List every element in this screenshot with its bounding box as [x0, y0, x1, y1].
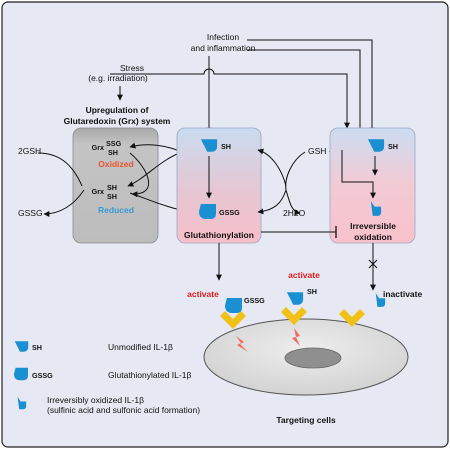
infection-label: Infection: [207, 32, 239, 42]
bound-sh-label: SH: [307, 287, 317, 296]
grx-box: [72, 127, 159, 244]
right-curve-down: [257, 189, 287, 215]
left-curve-out: [43, 189, 85, 217]
receptor-mid: [281, 307, 307, 325]
legend-sh-text: Unmodified IL-1β: [108, 342, 173, 352]
grx-ox-curve: [127, 151, 183, 187]
cell-nucleus: [284, 347, 342, 369]
right-curve-in: [285, 151, 306, 191]
glut-sh-label: SH: [221, 142, 231, 151]
irreversible-caption-2: oxidation: [354, 232, 392, 242]
stress-to-oxidation-line: [110, 68, 350, 129]
irreversible-caption-1: Irreversible: [350, 221, 396, 231]
left-curve-in: [37, 152, 83, 187]
inflammation-label: and inflammation: [191, 43, 256, 53]
receptor-left: [220, 311, 246, 329]
legend-ox-sub: (sulfinic acid and sulfonic acid formati…: [47, 405, 200, 415]
right-curve-product: [285, 189, 301, 216]
grx-ssg: SSG: [106, 139, 122, 148]
signal-bolt-left: [236, 336, 248, 352]
grx-title-2: Glutaredoxin (Grx) system: [64, 116, 171, 126]
right-curve-up: [257, 148, 287, 187]
ox-sh-label: SH: [388, 142, 398, 151]
grx-sh-a: SH: [107, 183, 117, 192]
legend-ox-text: Irreversibly oxidized IL-1β: [47, 395, 144, 405]
stress-label: Stress: [120, 63, 144, 73]
gsh-h2o2-text: GSH + H: [308, 146, 342, 156]
signal-bolt-mid: [292, 328, 300, 346]
bound-gssg-icon: [225, 297, 242, 314]
grx-label-bottom: Grx: [92, 187, 104, 196]
grx-label-top: Grx: [92, 143, 104, 152]
infection-to-oxidation-arrow: [247, 39, 375, 134]
grx-sh-top: SH: [108, 148, 118, 157]
legend-gssg-icon: [14, 367, 28, 381]
h2o-text: 2H2O: [283, 208, 306, 218]
glutathionylation-caption: Glutathionylation: [184, 230, 254, 240]
glut-gssg-label: GSSG: [219, 208, 240, 217]
activate-mid: activate: [288, 270, 320, 280]
glut-gssg-icon: [199, 203, 216, 220]
legend-gssg-key: GSSG: [32, 371, 53, 380]
legend-gssg-text: Glutathionylated IL-1β: [108, 370, 191, 380]
bound-gssg-label: GSSG: [244, 296, 265, 305]
inactivate-label: inactivate: [383, 289, 422, 299]
grx-sh-b: SH: [107, 192, 117, 201]
oxidized-label: Oxidized: [98, 159, 133, 169]
targeting-cells-label: Targeting cells: [276, 415, 336, 425]
glutathionylation-box: [176, 127, 262, 244]
receptor-right: [339, 309, 365, 327]
right-2h2o: 2H2O: [283, 208, 306, 218]
blocked-x-icon: [368, 259, 378, 269]
left-2gsh: 2GSH: [18, 146, 41, 156]
legend-sh-key: SH: [32, 343, 42, 352]
stress-example: (e.g. irradiation): [88, 73, 148, 83]
grx-title-1: Upregulation of: [86, 105, 149, 115]
infection-inhibit-line: [247, 49, 361, 130]
h2o2-to-oxidation-arrow: [341, 150, 376, 199]
activate-left: activate: [187, 289, 219, 299]
reduced-label: Reduced: [98, 205, 134, 215]
left-gssg: GSSG: [18, 208, 43, 218]
grx-red-curve-2: [129, 152, 150, 198]
